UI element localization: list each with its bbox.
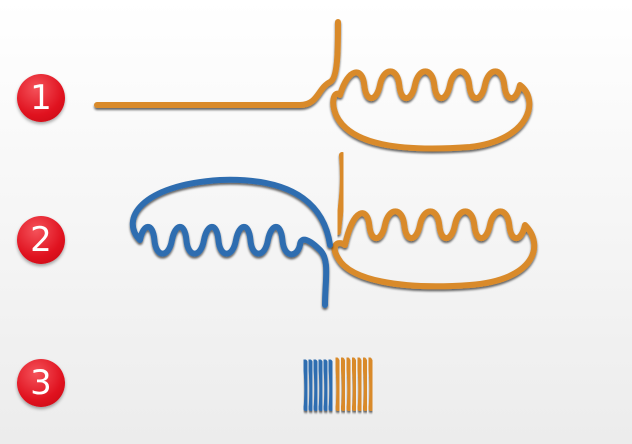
orange-tag-end-step-1 (94, 19, 341, 108)
step-1-badge: 1 (17, 74, 65, 122)
orange-wrap-step-3 (349, 357, 359, 411)
orange-wrap-step-3 (355, 357, 365, 411)
blue-wrap-step-3 (311, 359, 321, 411)
orange-coils-step-1 (330, 68, 533, 152)
blue-wrap-step-3 (326, 359, 336, 411)
orange-wrap-step-3 (360, 357, 370, 411)
blue-wrap-step-3 (321, 359, 331, 411)
blue-wrap-step-3 (301, 359, 311, 411)
blue-coils-step-2 (129, 176, 333, 308)
step-2-badge: 2 (17, 216, 65, 264)
orange-wrap-step-3 (366, 357, 376, 411)
orange-tag-end-step-2 (335, 152, 346, 235)
blue-wrap-step-3 (306, 359, 316, 411)
orange-wrap-step-3 (333, 357, 343, 411)
step-3-badge: 3 (17, 359, 65, 407)
blue-wrap-step-3 (316, 359, 326, 411)
orange-coils-step-2 (331, 208, 538, 290)
orange-wrap-step-3 (344, 357, 354, 411)
